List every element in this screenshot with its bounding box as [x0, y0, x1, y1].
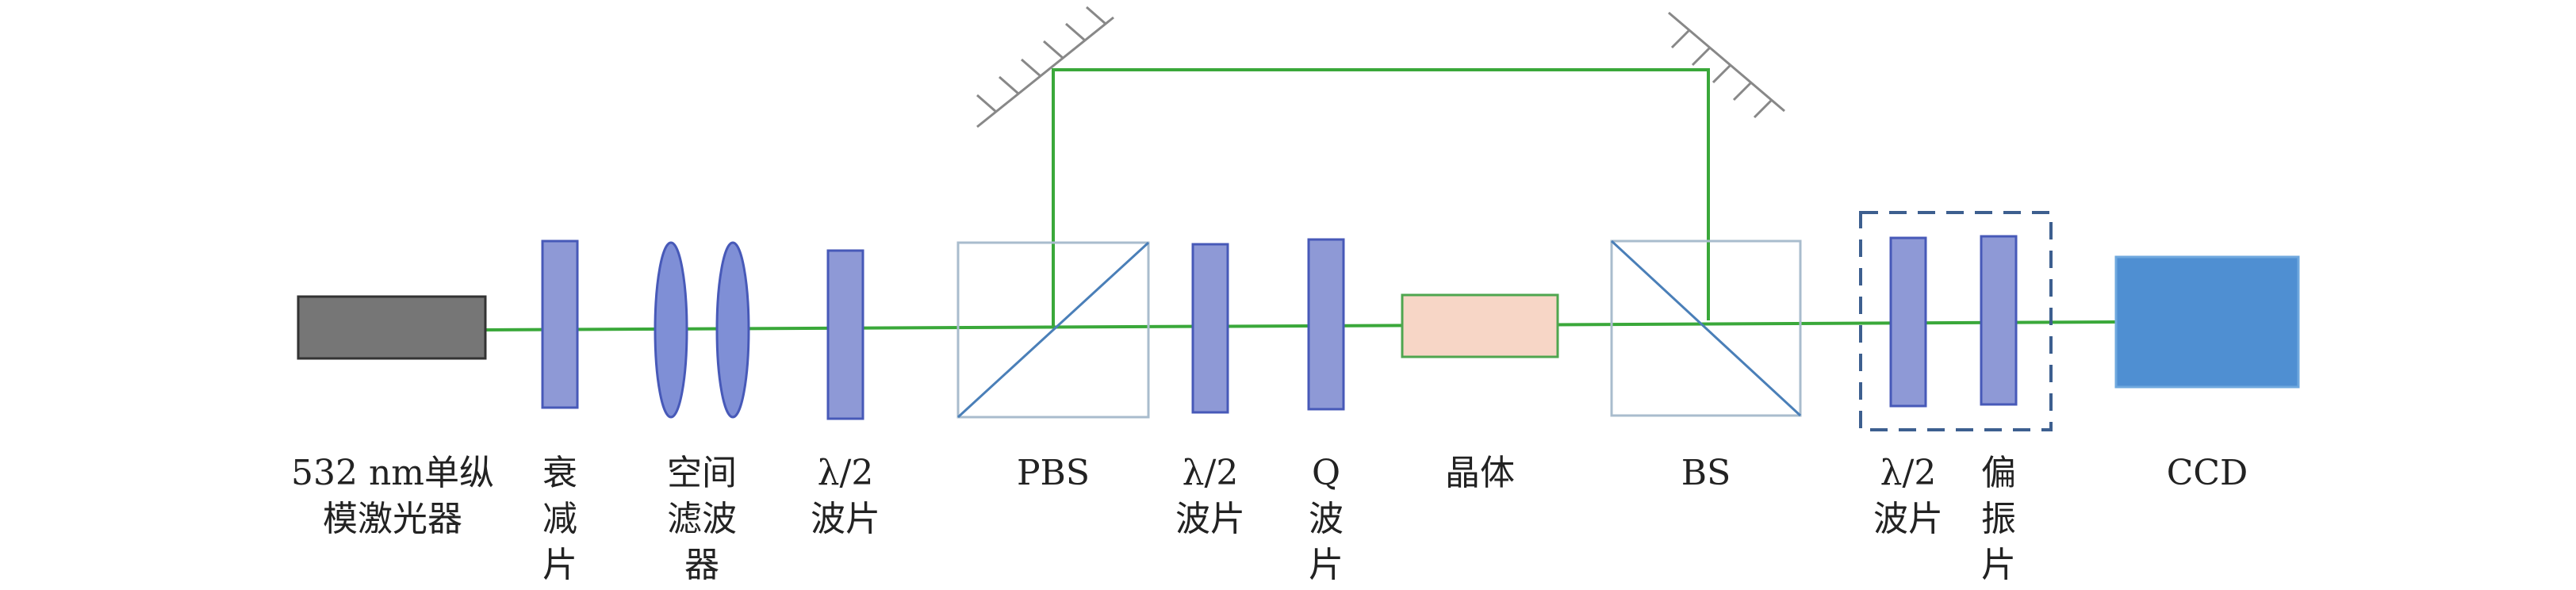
spatial-filter-lens-2: [715, 241, 750, 419]
reference-beam: [1052, 68, 1710, 327]
mirror-left: [976, 6, 1114, 128]
mirror-right: [1668, 11, 1785, 119]
attenuator-plate: [541, 239, 579, 409]
half-wave-plate-3: [1889, 236, 1927, 408]
spatial-filter-lens-1: [654, 241, 688, 419]
label-laser: 532 nm单纵 模激光器: [290, 453, 495, 539]
half-wave-plate-1: [826, 249, 864, 420]
label-half-wave-3: λ/2 波片: [1873, 453, 1943, 539]
laser-source: [297, 295, 487, 360]
q-wave-plate: [1307, 238, 1345, 411]
bs-cube: [1610, 239, 1802, 417]
label-ccd: CCD: [2166, 453, 2248, 493]
main-beam: [485, 320, 2117, 331]
label-half-wave-1: λ/2 波片: [811, 453, 880, 539]
label-q-wave: Q 波 片: [1309, 453, 1344, 585]
polarizer: [1980, 235, 2018, 406]
label-attenuator: 衰 减 片: [542, 453, 577, 585]
label-spatial-filter: 空间 滤波 器: [667, 453, 737, 585]
label-crystal: 晶体: [1445, 453, 1515, 493]
label-polarizer: 偏 振 片: [1981, 453, 2016, 585]
pbs-cube: [956, 241, 1150, 419]
crystal: [1401, 293, 1559, 358]
label-half-wave-2: λ/2 波片: [1175, 453, 1245, 539]
ccd-camera: [2114, 255, 2300, 389]
half-wave-plate-2: [1191, 243, 1229, 414]
label-pbs: PBS: [1016, 453, 1091, 493]
analyzer-group-box: [1859, 211, 2053, 431]
label-bs: BS: [1681, 453, 1731, 493]
